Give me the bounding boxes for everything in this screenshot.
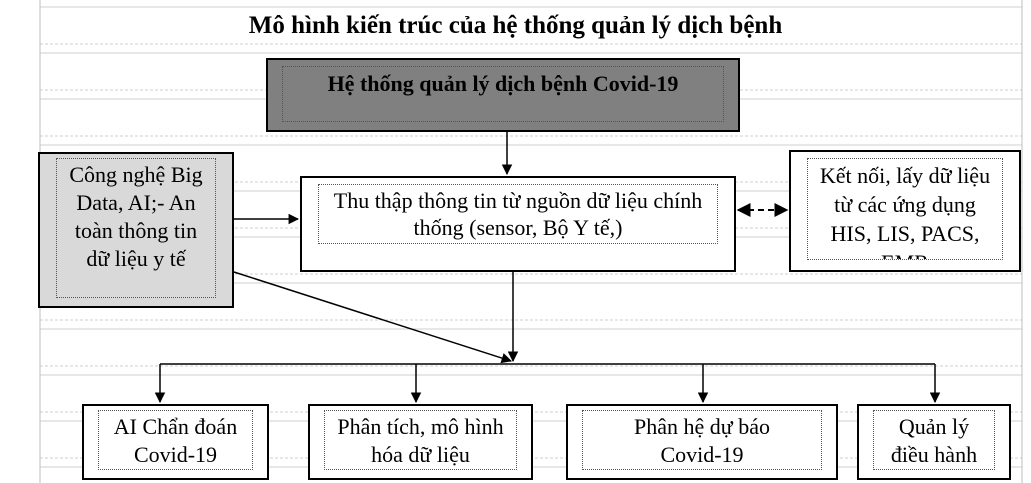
analysis-label: Phân tích, mô hình hóa dữ liệu (324, 410, 517, 470)
forecast-label: Phân hệ dự báo Covid-19 (582, 410, 822, 470)
data-collection-label: Thu thập thông tin từ nguồn dữ liệu chín… (318, 184, 718, 244)
analysis-box: Phân tích, mô hình hóa dữ liệu (308, 404, 533, 480)
management-box: Quản lý điều hành (857, 404, 1011, 480)
ai-diagnosis-label: AI Chẩn đoán Covid-19 (98, 410, 253, 470)
ai-diagnosis-box: AI Chẩn đoán Covid-19 (82, 404, 269, 480)
connections-box: Kết nối, lấy dữ liệu từ các ứng dụng HIS… (789, 150, 1021, 272)
connections-label: Kết nối, lấy dữ liệu từ các ứng dụng HIS… (807, 158, 1003, 260)
forecast-box: Phân hệ dự báo Covid-19 (566, 404, 838, 480)
main-system-label: Hệ thống quản lý dịch bệnh Covid-19 (282, 66, 724, 122)
technology-box: Công nghệ Big Data, AI;- An toàn thông t… (38, 152, 234, 308)
technology-label: Công nghệ Big Data, AI;- An toàn thông t… (56, 158, 216, 298)
arrow-technology-to-bus (233, 271, 512, 364)
main-system-box: Hệ thống quản lý dịch bệnh Covid-19 (266, 58, 740, 132)
data-collection-box: Thu thập thông tin từ nguồn dữ liệu chín… (300, 176, 736, 272)
diagram-title: Mô hình kiến trúc của hệ thống quản lý d… (248, 12, 783, 39)
management-label: Quản lý điều hành (873, 410, 995, 470)
